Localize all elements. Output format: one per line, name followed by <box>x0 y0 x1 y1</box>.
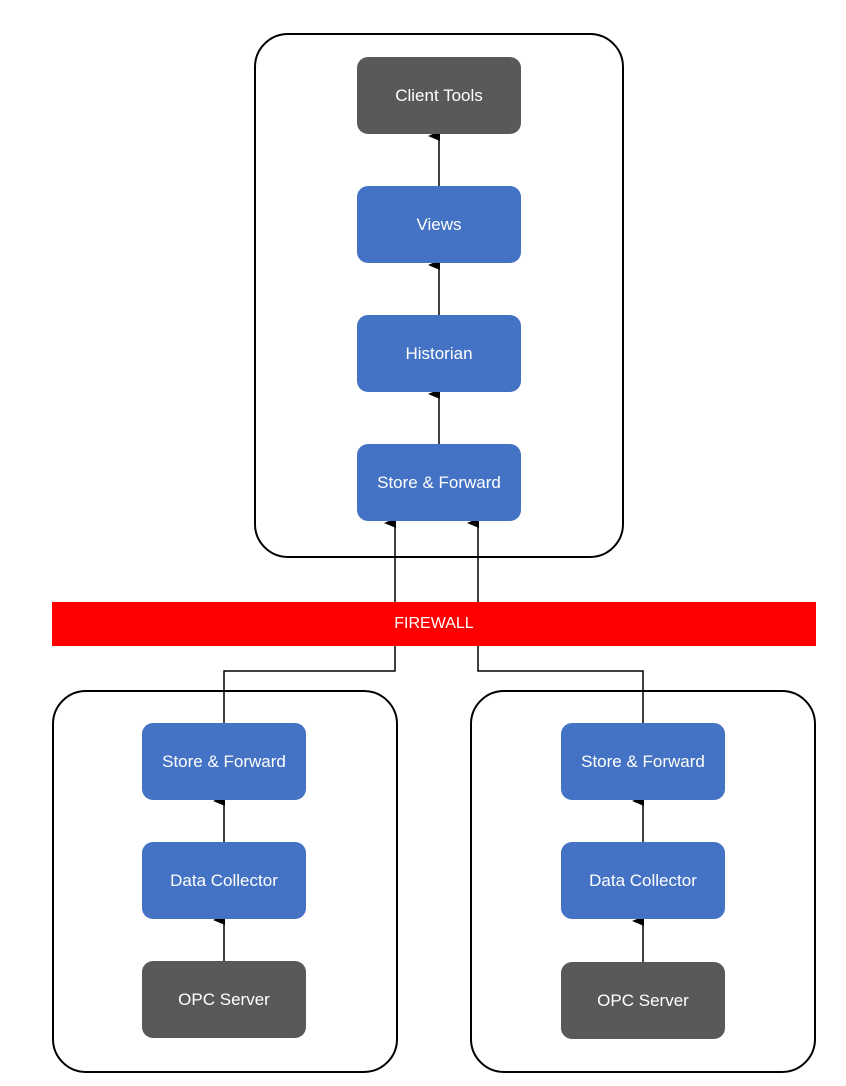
historian-node: Historian <box>357 315 521 392</box>
right-data-collector-node: Data Collector <box>561 842 725 919</box>
link-left-site-to-server <box>223 518 396 723</box>
left-opc-server-node: OPC Server <box>142 961 306 1038</box>
firewall-band: FIREWALL <box>52 602 816 646</box>
client-tools-node: Client Tools <box>357 57 521 134</box>
right-opc-server-node: OPC Server <box>561 962 725 1039</box>
firewall-label: FIREWALL <box>394 615 474 632</box>
left-data-collector-node: Data Collector <box>142 842 306 919</box>
left-store-forward-node: Store & Forward <box>142 723 306 800</box>
right-store-forward-node: Store & Forward <box>561 723 725 800</box>
views-node: Views <box>357 186 521 263</box>
server-store-forward-node: Store & Forward <box>357 444 521 521</box>
link-right-site-to-server <box>467 518 644 723</box>
